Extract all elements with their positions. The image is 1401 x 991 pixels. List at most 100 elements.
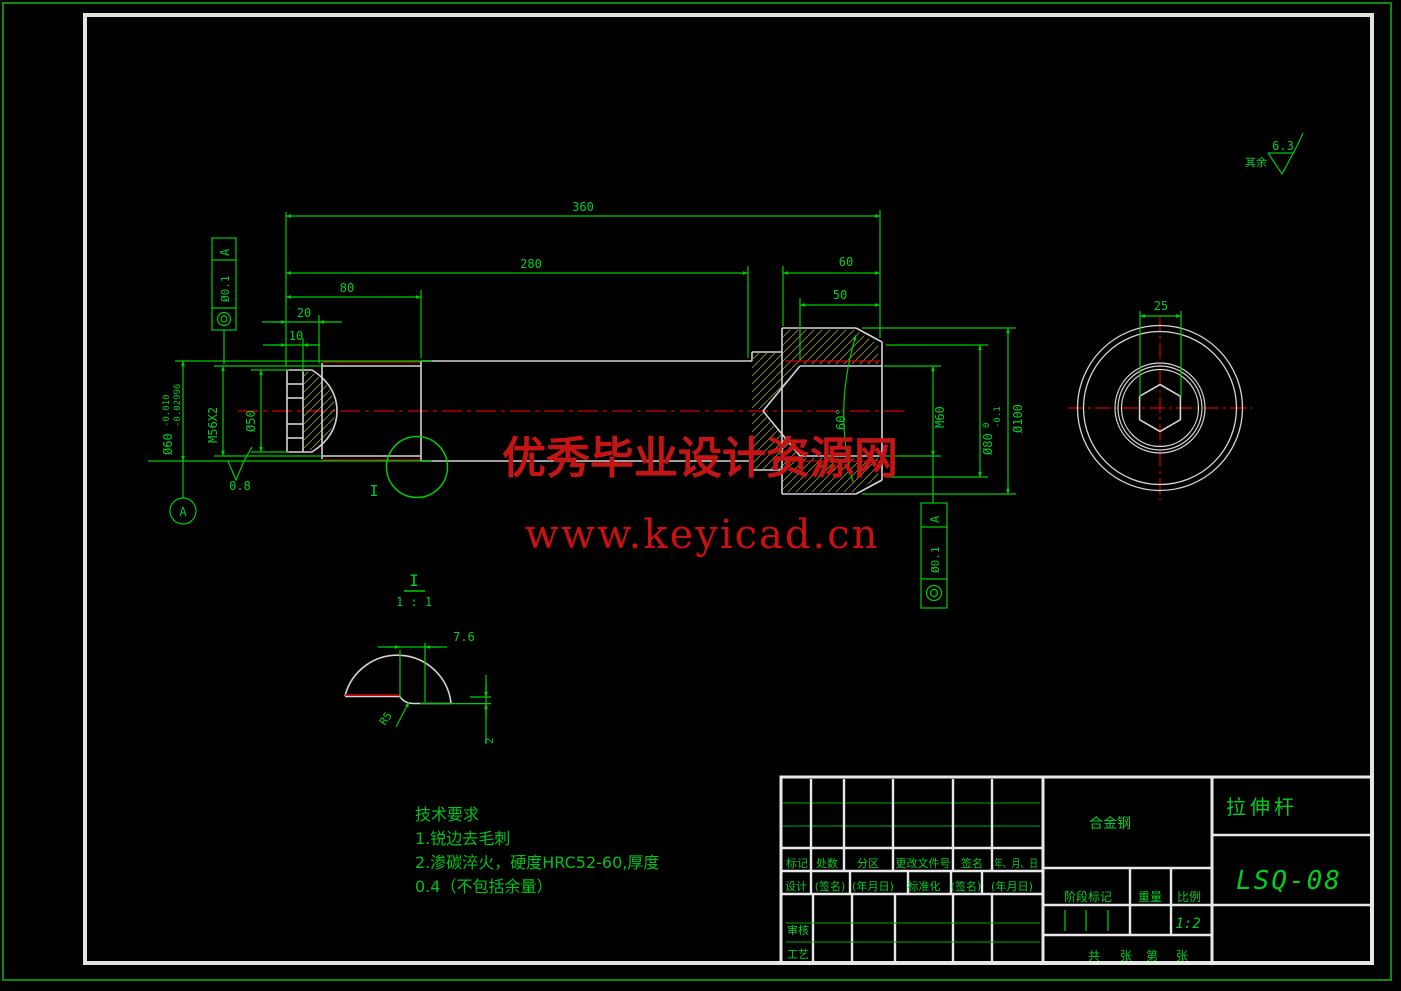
dim-cone-angle: 60° — [834, 334, 857, 483]
dim-r5: R5 — [377, 701, 410, 728]
dim-280: 280 — [285, 257, 749, 275]
dim-50: 50 — [799, 288, 881, 307]
sheets-total-label: 共 — [1088, 949, 1100, 963]
tech-req-line3: 0.4（不包括余量） — [415, 877, 552, 896]
fcf-datum: A — [928, 515, 942, 523]
watermark-line2: www.keyicad.cn — [525, 512, 880, 558]
label-signature: 签名 — [961, 856, 983, 870]
material: 合金钢 — [1089, 816, 1131, 832]
concentricity-icon — [925, 584, 943, 602]
svg-text:A: A — [179, 505, 187, 519]
label-design: 设计 — [785, 880, 807, 893]
fcf-left: A Ø0.1 — [211, 237, 237, 364]
roughness-icon — [1267, 132, 1304, 176]
svg-text:M56X2: M56X2 — [206, 407, 220, 443]
dim-20: 20 — [262, 306, 342, 324]
sheets-no-unit: 张 — [1176, 949, 1188, 963]
extension-lines — [148, 210, 1016, 495]
label-change-doc: 更改文件号 — [896, 856, 951, 870]
detail-view: I 1 : 1 7.6 R5 — [344, 571, 496, 744]
label-audit: 审核 — [787, 923, 809, 937]
svg-text:Ø50: Ø50 — [244, 410, 258, 432]
fcf-tol: Ø0.1 — [929, 547, 942, 574]
label-count: 处数 — [816, 857, 838, 870]
title-right: 拉伸杆 LSQ-08 — [1212, 795, 1372, 907]
label-zone: 分区 — [857, 857, 879, 870]
sheets-no-label: 第 — [1146, 949, 1158, 963]
watermark-line1: 优秀毕业设计资源网 — [502, 433, 898, 484]
svg-text:-0.02996: -0.02996 — [173, 384, 183, 427]
label-sign3: (签名) — [951, 879, 982, 893]
svg-text:80: 80 — [340, 281, 354, 295]
svg-text:I: I — [369, 482, 378, 500]
svg-text:0.8: 0.8 — [229, 479, 251, 493]
svg-text:60°: 60° — [834, 408, 848, 430]
svg-text:0: 0 — [982, 423, 992, 428]
dim-25: 25 — [1139, 299, 1182, 397]
dim-dia80: Ø80 0 -0.1 — [978, 344, 1003, 478]
label-mark: 标记 — [786, 856, 808, 870]
thread-section — [321, 361, 422, 461]
title-middle: 合金钢 阶段标记 重量 比例 1:2 共 张 第 张 — [1043, 816, 1212, 963]
label-scale: 比例 — [1177, 890, 1201, 904]
dim-10: 10 — [263, 329, 320, 347]
end-view: 25 — [1068, 299, 1252, 500]
label-ymd2: (年月日) — [991, 879, 1033, 893]
part-name: 拉伸杆 — [1226, 795, 1298, 819]
main-view: 360 280 60 80 50 20 10 — [148, 200, 1025, 609]
dim-80: 80 — [285, 281, 422, 299]
svg-text:M60: M60 — [933, 406, 947, 428]
dim-m60: M60 — [931, 365, 947, 503]
svg-text:-0.010: -0.010 — [162, 394, 172, 427]
svg-text:7.6: 7.6 — [453, 630, 475, 644]
dim-dia100: Ø100 — [1006, 327, 1025, 495]
detail-callout: I — [369, 435, 449, 500]
technical-requirements: 技术要求 1.锐边去毛刺 2.渗碳淬火，硬度HRC52-60,厚度 0.4（不包… — [415, 805, 659, 896]
surface-roughness-note: 其余 6.3 — [1245, 132, 1304, 176]
detail-scale: 1 : 1 — [396, 595, 432, 609]
label-standardize: 标准化 — [908, 879, 941, 893]
label-stage-mark: 阶段标记 — [1064, 889, 1112, 904]
dim-2: 2 — [420, 675, 496, 744]
tech-req-line1: 1.锐边去毛刺 — [415, 829, 510, 848]
head-outline — [752, 327, 883, 495]
svg-text:Ø60: Ø60 — [161, 433, 175, 455]
dim-dia60: Ø60 -0.010 -0.02996 — [161, 360, 185, 462]
svg-text:360: 360 — [572, 200, 594, 214]
fcf-tol: Ø0.1 — [219, 276, 232, 303]
label-date: 年、月、日 — [994, 856, 1038, 870]
scale-value: 1:2 — [1175, 916, 1200, 932]
svg-text:280: 280 — [520, 257, 542, 271]
svg-text:20: 20 — [297, 306, 311, 320]
svg-text:60: 60 — [839, 255, 853, 269]
title-block: 标记 处数 分区 更改文件号 签名 年、月、日 设计 (签名) (年月日) 标准… — [779, 775, 1374, 965]
surface-note-value: 6.3 — [1272, 139, 1294, 153]
left-cap-outline — [286, 369, 338, 453]
surface-note-prefix: 其余 — [1245, 155, 1267, 169]
watermark: 优秀毕业设计资源网 www.keyicad.cn — [502, 433, 898, 558]
svg-text:Ø100: Ø100 — [1011, 404, 1025, 433]
label-sign2: (签名) — [815, 879, 846, 893]
svg-text:2: 2 — [483, 737, 496, 744]
label-process: 工艺 — [787, 948, 809, 961]
label-weight: 重量 — [1138, 890, 1162, 904]
detail-label: I — [409, 571, 419, 590]
fcf-datum: A — [218, 248, 232, 256]
roughness-0_8: 0.8 — [227, 446, 253, 493]
label-ymd: (年月日) — [852, 879, 894, 893]
dim-dia50: Ø50 — [244, 369, 263, 453]
sheets-total-unit: 张 — [1120, 949, 1132, 963]
svg-text:R5: R5 — [377, 709, 395, 727]
drawing-number: LSQ-08 — [1236, 866, 1342, 896]
fcf-right: A Ø0.1 — [920, 502, 948, 609]
concentricity-icon — [216, 311, 232, 327]
dim-m56: M56X2 — [206, 365, 225, 457]
svg-text:25: 25 — [1154, 299, 1168, 313]
dim-60: 60 — [782, 255, 881, 275]
svg-text:50: 50 — [833, 288, 847, 302]
tech-req-title: 技术要求 — [415, 805, 479, 824]
tech-req-line2: 2.渗碳淬火，硬度HRC52-60,厚度 — [415, 853, 659, 872]
